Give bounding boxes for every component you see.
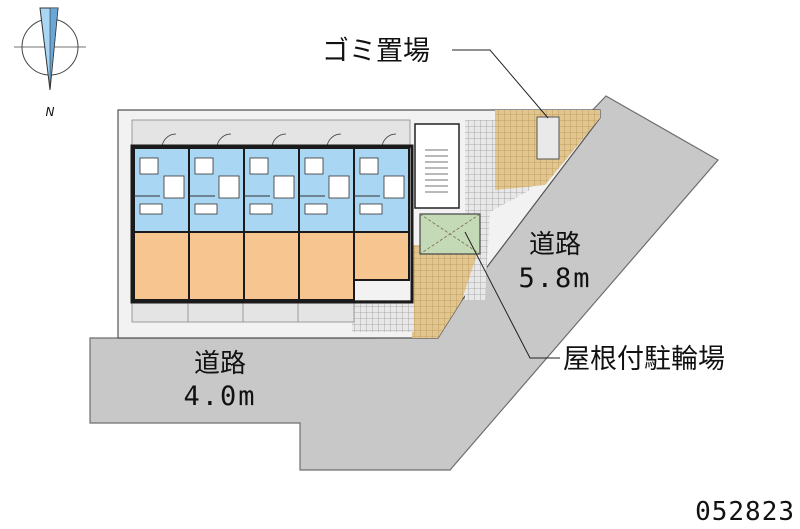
unit-room	[353, 231, 410, 281]
unit-toilet	[139, 157, 159, 175]
unit-toilet	[249, 157, 269, 175]
unit-bath	[383, 175, 405, 199]
road-right-width: 5.8m	[518, 263, 591, 294]
bike-leader	[464, 231, 560, 359]
unit-room	[133, 231, 190, 301]
garbage-label: ゴミ置場	[322, 36, 430, 67]
unit-room	[243, 231, 300, 301]
unit-kitchen	[139, 203, 163, 215]
unit-bath	[163, 175, 185, 199]
road-right-label: 道路	[529, 230, 581, 260]
property-code: 052823	[695, 497, 795, 527]
road-bottom-width: 4.0m	[183, 381, 256, 412]
balcony-dividers	[187, 300, 299, 322]
unit-bath	[218, 175, 240, 199]
building-wall	[130, 144, 414, 304]
unit-bath	[273, 175, 295, 199]
unit-kitchen	[359, 203, 383, 215]
bike-parking-label: 屋根付駐輪場	[563, 344, 725, 375]
unit-room	[188, 231, 245, 301]
paved-lower-area	[412, 245, 480, 338]
unit-kitchen	[249, 203, 273, 215]
unit-room	[298, 231, 355, 301]
stair-core	[414, 123, 460, 209]
bike-parking-cross	[419, 213, 481, 255]
unit-kitchen	[194, 203, 218, 215]
unit-kitchen	[304, 203, 328, 215]
tile-strip-bottom	[352, 300, 414, 332]
units-group	[133, 133, 410, 301]
road-bottom-label: 道路	[194, 349, 246, 379]
unit-bath	[328, 175, 350, 199]
garbage-leader	[452, 49, 549, 119]
garbage-enclosure	[536, 116, 560, 160]
unit-toilet	[359, 157, 379, 175]
stair-treads	[425, 149, 448, 193]
compass-icon: N	[14, 7, 86, 119]
unit-toilet	[304, 157, 324, 175]
unit-toilet	[194, 157, 214, 175]
compass-north-label: N	[46, 105, 55, 119]
